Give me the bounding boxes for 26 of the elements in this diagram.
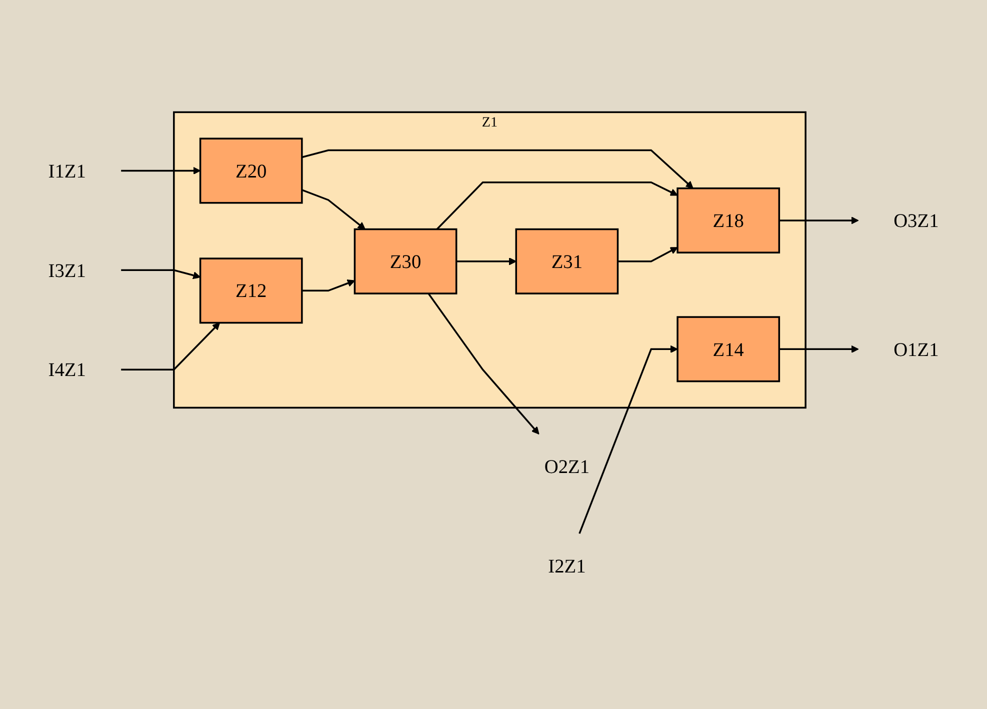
arrow [779, 344, 859, 353]
node-text: O3Z1 [894, 208, 939, 231]
arrow [302, 148, 694, 188]
arrow [121, 166, 201, 174]
arrow [121, 322, 220, 370]
arrow [428, 292, 540, 434]
node-box: Z30 [354, 228, 458, 294]
arrow [779, 216, 859, 224]
arrow [618, 246, 678, 262]
arrow [302, 188, 366, 230]
arrow [578, 344, 678, 534]
arrow [121, 268, 201, 279]
node-box: Z12 [199, 257, 303, 324]
arrow [302, 278, 356, 292]
node-box: Z20 [199, 137, 303, 204]
node-text: I4Z1 [48, 358, 86, 380]
node-text: O2Z1 [544, 454, 590, 477]
node-box: Z18 [676, 186, 780, 253]
arrow [436, 181, 678, 230]
arrow [456, 257, 516, 265]
node-text: O1Z1 [894, 338, 939, 360]
node-text: I3Z1 [48, 258, 86, 281]
node-box: Z31 [515, 228, 619, 294]
node-text: I2Z1 [548, 554, 586, 576]
node-text: I1Z1 [48, 159, 86, 182]
node-box: Z14 [676, 316, 780, 382]
